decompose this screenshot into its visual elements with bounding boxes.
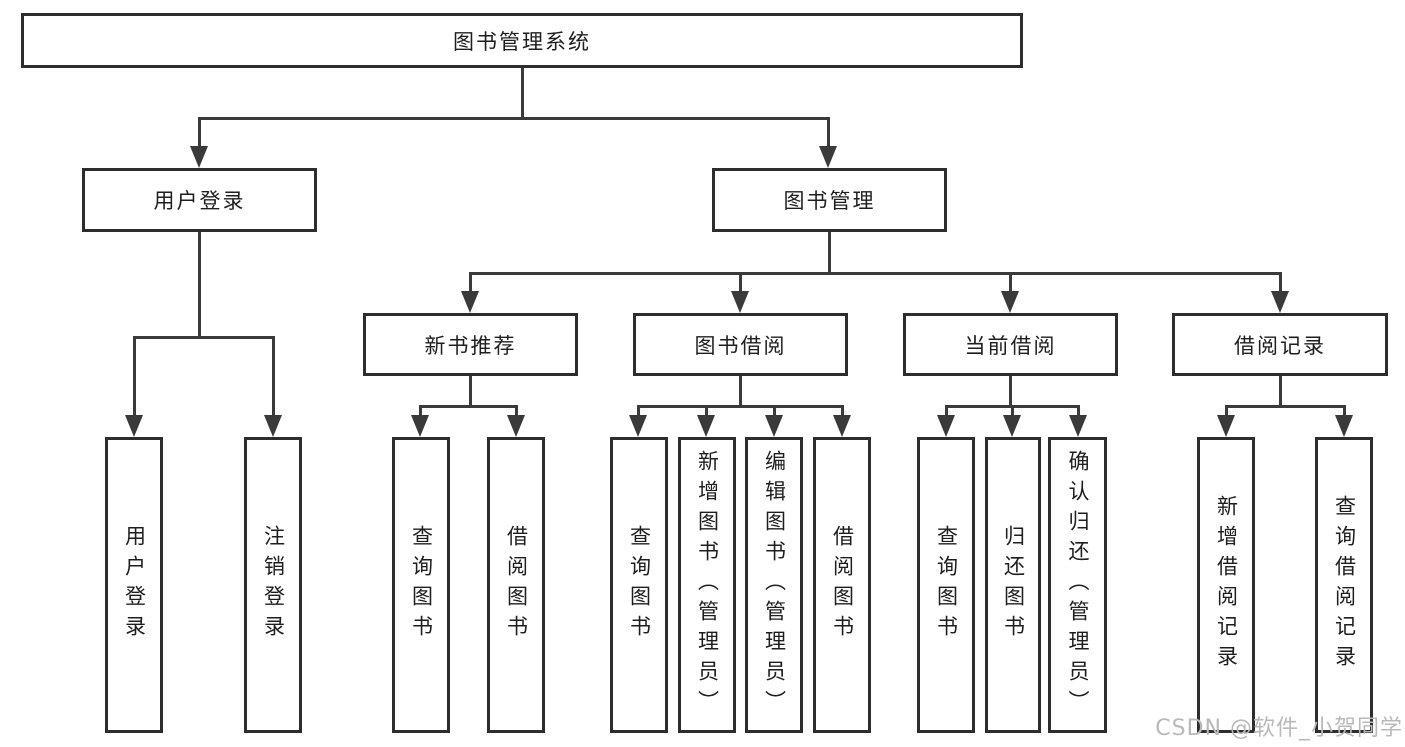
arrow-down-icon: [833, 415, 851, 437]
node-label: 借阅图书: [504, 525, 529, 645]
node-label: 新增图书（管理员）: [695, 450, 720, 720]
connector-line: [773, 405, 776, 418]
node-label: 图书管理: [783, 189, 876, 213]
node-label: 查询图书: [409, 525, 434, 645]
node-label: 用户登录: [122, 525, 147, 645]
node-label: 注销登录: [261, 525, 286, 645]
csdn-watermark: CSDN @软件_小贺同学: [1155, 716, 1403, 741]
leaf-borrow-books-2: 借阅图书: [813, 437, 871, 733]
arrow-down-icon: [507, 415, 525, 437]
arrow-down-icon: [819, 146, 837, 168]
leaf-edit-book-admin: 编辑图书（管理员）: [745, 437, 803, 733]
connector-line: [1011, 405, 1014, 418]
connector-line: [419, 405, 422, 418]
connector-line: [1225, 405, 1228, 418]
node-label: 图书借阅: [694, 333, 787, 358]
connector-line: [739, 376, 742, 407]
connector-line: [637, 405, 640, 418]
connector-line: [945, 405, 948, 418]
connector-line: [469, 272, 1282, 275]
node-label: 归还图书: [1001, 525, 1026, 645]
arrow-down-icon: [937, 415, 955, 437]
node-label: 新增借阅记录: [1214, 495, 1239, 675]
leaf-query-books-1: 查询图书: [392, 437, 450, 733]
node-book-borrowing: 图书借阅: [633, 313, 848, 376]
connector-line: [515, 405, 518, 418]
leaf-add-book-admin: 新增图书（管理员）: [678, 437, 736, 733]
leaf-user-login: 用户登录: [105, 437, 163, 733]
connector-line: [469, 272, 472, 292]
node-root: 图书管理系统: [21, 13, 1023, 68]
arrow-down-icon: [125, 415, 143, 437]
connector-line: [739, 272, 742, 292]
connector-line: [1279, 376, 1282, 407]
connector-line: [1009, 272, 1012, 292]
connector-line: [198, 232, 201, 338]
arrow-down-icon: [697, 415, 715, 437]
arrow-down-icon: [461, 291, 479, 313]
node-label: 用户登录: [153, 189, 246, 213]
node-book-management: 图书管理: [712, 168, 947, 232]
connector-line: [133, 336, 136, 418]
connector-line: [469, 376, 472, 407]
connector-line: [827, 117, 830, 148]
connector-line: [705, 405, 708, 418]
leaf-query-books-2: 查询图书: [610, 437, 668, 733]
connector-line: [198, 117, 201, 148]
arrow-down-icon: [731, 291, 749, 313]
arrow-down-icon: [1335, 415, 1353, 437]
leaf-add-borrow-record: 新增借阅记录: [1197, 437, 1255, 733]
connector-line: [1077, 405, 1080, 418]
leaf-borrow-books-1: 借阅图书: [487, 437, 545, 733]
connector-line: [841, 405, 844, 418]
connector-line: [272, 336, 275, 418]
arrow-down-icon: [629, 415, 647, 437]
connector-line: [198, 117, 830, 120]
leaf-confirm-return-admin: 确认归还（管理员）: [1048, 437, 1107, 733]
leaf-query-books-3: 查询图书: [917, 437, 975, 733]
connector-line: [1009, 376, 1012, 407]
leaf-query-borrow-record: 查询借阅记录: [1315, 437, 1373, 733]
arrow-down-icon: [1001, 291, 1019, 313]
connector-line: [637, 405, 844, 408]
node-current-borrowing: 当前借阅: [903, 313, 1118, 376]
arrow-down-icon: [1003, 415, 1021, 437]
node-user-login: 用户登录: [82, 168, 317, 232]
node-borrowing-records: 借阅记录: [1172, 313, 1388, 376]
connector-line: [521, 68, 524, 118]
arrow-down-icon: [411, 415, 429, 437]
arrow-down-icon: [765, 415, 783, 437]
connector-line: [1225, 405, 1346, 408]
node-label: 查询借阅记录: [1332, 495, 1357, 675]
arrow-down-icon: [190, 146, 208, 168]
node-label: 查询图书: [627, 525, 652, 645]
leaf-logout: 注销登录: [244, 437, 302, 733]
node-label: 新书推荐: [424, 333, 517, 358]
node-label: 借阅记录: [1234, 333, 1326, 358]
leaf-return-book: 归还图书: [985, 437, 1041, 733]
node-label: 确认归还（管理员）: [1066, 450, 1090, 720]
arrow-down-icon: [1069, 415, 1087, 437]
node-label: 查询图书: [934, 525, 959, 645]
connector-line: [1343, 405, 1346, 418]
arrow-down-icon: [264, 415, 282, 437]
connector-line: [1279, 272, 1282, 292]
arrow-down-icon: [1271, 291, 1289, 313]
connector-line: [419, 405, 518, 408]
arrow-down-icon: [1217, 415, 1235, 437]
node-new-book-recommend: 新书推荐: [363, 313, 578, 376]
node-label: 图书管理系统: [453, 29, 591, 54]
connector-line: [133, 336, 275, 339]
node-label: 编辑图书（管理员）: [762, 450, 787, 720]
connector-line: [828, 232, 831, 274]
node-label: 当前借阅: [964, 333, 1057, 358]
node-label: 借阅图书: [830, 525, 855, 645]
